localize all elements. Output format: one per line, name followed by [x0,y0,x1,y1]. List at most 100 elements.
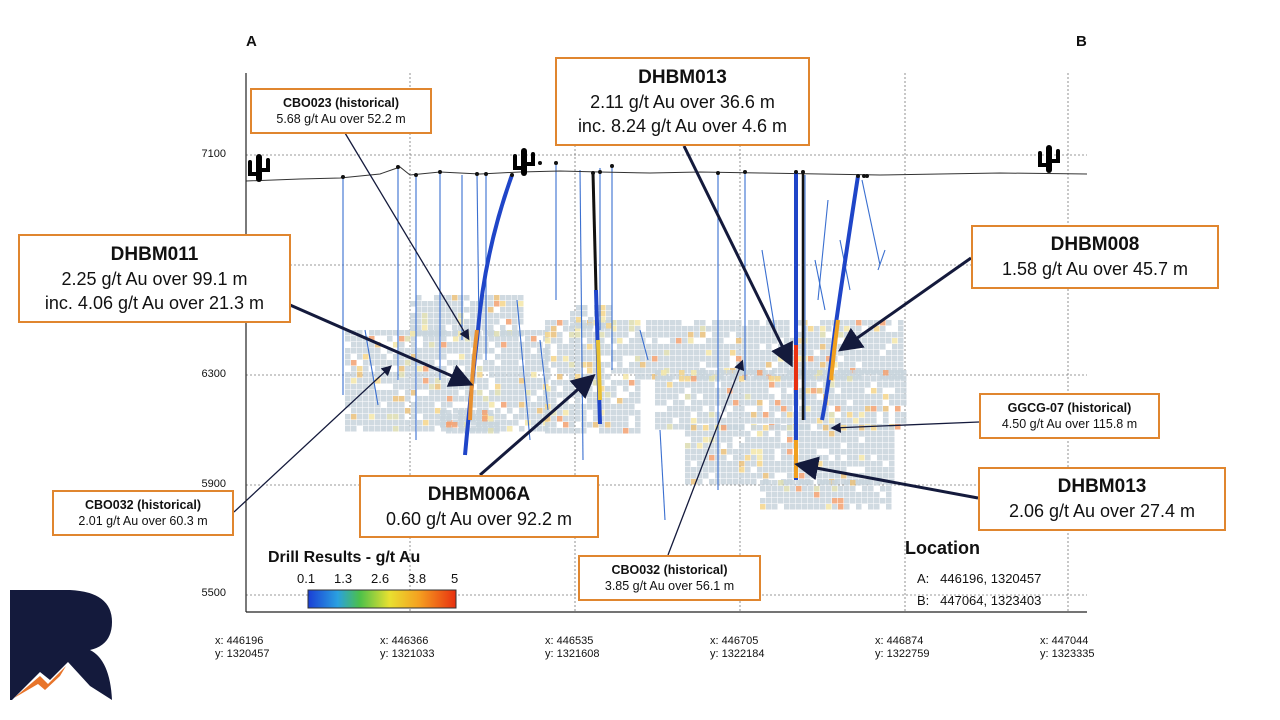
model-block [895,382,901,388]
model-block [685,394,691,400]
model-block [895,424,901,430]
model-block [428,307,434,313]
model-block [838,492,844,498]
model-block [709,418,715,424]
model-block [778,374,784,380]
model-block [488,295,494,301]
model-block [862,362,868,368]
model-block [721,479,727,485]
model-block [781,425,787,431]
model-block [673,406,679,412]
model-block [685,473,691,479]
model-block [405,408,411,414]
model-block [417,426,423,432]
model-block [531,372,537,378]
model-block [784,332,790,338]
model-block [611,428,617,434]
model-block [685,449,691,455]
model-block [781,406,787,412]
model-block [345,396,351,402]
model-block [754,374,760,380]
model-block [835,406,841,412]
model-block [835,431,841,437]
model-block [709,388,715,394]
model-block [381,360,387,366]
leader-line [344,132,470,341]
model-block [593,392,599,398]
model-block [736,338,742,344]
model-block [441,390,447,396]
collar-marker [856,174,860,178]
model-block [700,356,706,362]
model-block [495,414,501,420]
model-block [880,486,886,492]
model-block [880,368,886,374]
model-block [363,378,369,384]
model-block [784,326,790,332]
model-block [501,360,507,366]
model-block [790,480,796,486]
model-block [745,437,751,443]
model-block [652,344,658,350]
model-block [623,404,629,410]
model-block [369,384,375,390]
model-block [748,326,754,332]
model-block [727,449,733,455]
model-block [387,348,393,354]
model-block [796,350,802,356]
model-block [835,382,841,388]
model-block [712,338,718,344]
model-block [488,410,494,416]
model-block [835,394,841,400]
model-block [883,406,889,412]
model-block [551,398,557,404]
model-block [545,368,551,374]
collar-marker [554,161,558,165]
model-block [868,356,874,362]
model-block [518,313,524,319]
topography-line [245,166,1088,182]
model-block [769,449,775,455]
collar-marker [438,170,442,174]
model-block [543,378,549,384]
model-block [676,362,682,368]
model-block [525,402,531,408]
model-block [664,344,670,350]
model-block [525,336,531,342]
model-block [476,416,482,422]
model-block [823,461,829,467]
model-block [537,366,543,372]
model-block [399,330,405,336]
model-block [617,404,623,410]
model-block [859,400,865,406]
model-block [817,418,823,424]
model-block [757,449,763,455]
model-block [458,295,464,301]
model-block [429,348,435,354]
model-block [787,467,793,473]
model-block [811,376,817,382]
model-block [775,382,781,388]
model-block [706,344,712,350]
model-block [778,362,784,368]
model-block [721,449,727,455]
model-block [682,332,688,338]
model-block [733,425,739,431]
model-block [593,374,599,380]
model-block [570,323,576,329]
model-block [781,376,787,382]
model-block [748,320,754,326]
model-block [787,382,793,388]
model-block [635,320,641,326]
model-block [865,431,871,437]
model-block [817,443,823,449]
model-block [784,492,790,498]
model-block [429,372,435,378]
model-block [501,384,507,390]
model-block [357,384,363,390]
model-block [778,320,784,326]
model-block [635,422,641,428]
model-block [718,368,724,374]
model-block [739,376,745,382]
model-block [781,400,787,406]
